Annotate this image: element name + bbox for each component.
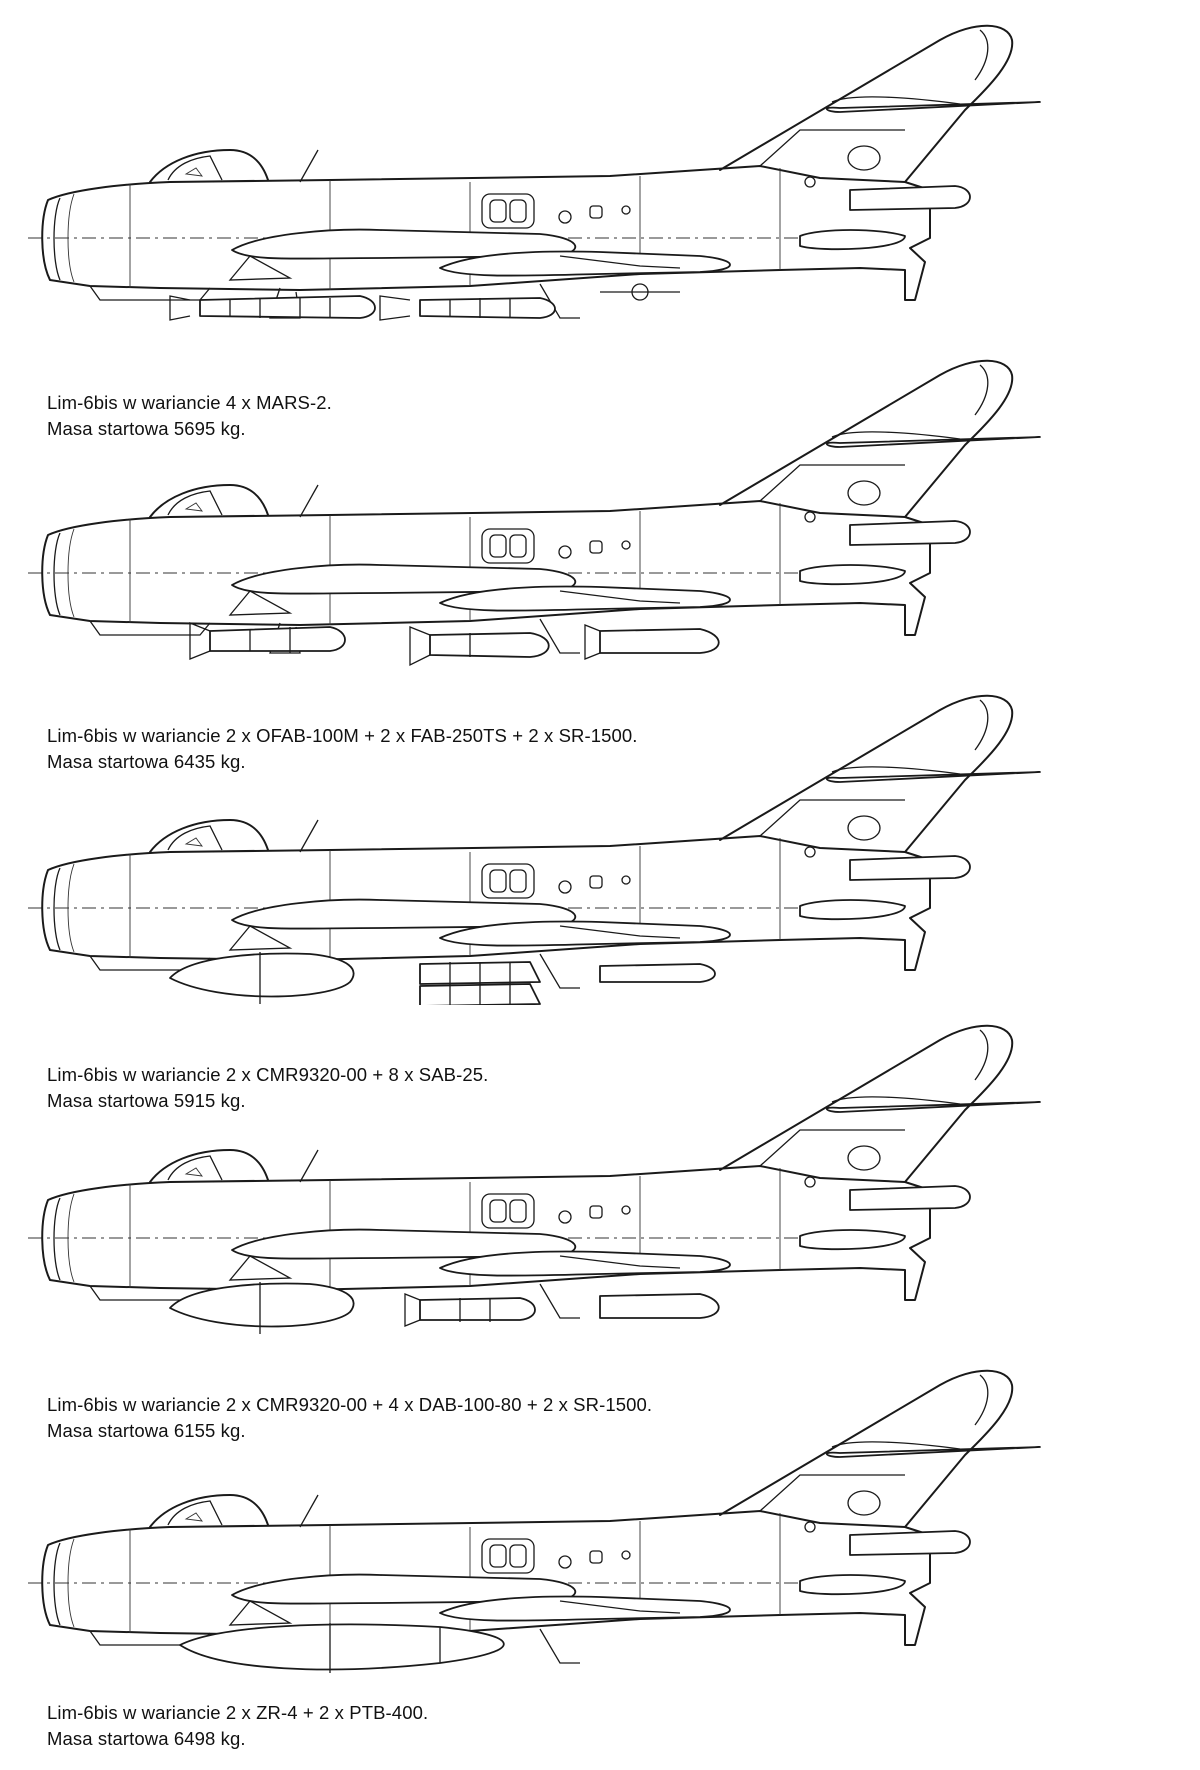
aircraft-drawing xyxy=(27,359,1041,666)
aircraft-drawing xyxy=(27,694,1041,1005)
variant-caption: Lim-6bis w wariancie 2 x OFAB-100M + 2 x… xyxy=(47,723,638,775)
caption-line-2: Masa startowa 5915 kg. xyxy=(47,1090,246,1111)
variant-caption: Lim-6bis w wariancie 2 x ZR-4 + 2 x PTB-… xyxy=(47,1700,428,1752)
caption-line-2: Masa startowa 6155 kg. xyxy=(47,1420,246,1441)
caption-line-1: Lim-6bis w wariancie 2 x OFAB-100M + 2 x… xyxy=(47,725,638,746)
caption-line-1: Lim-6bis w wariancie 2 x CMR9320-00 + 4 … xyxy=(47,1394,653,1415)
caption-line-2: Masa startowa 5695 kg. xyxy=(47,418,246,439)
aircraft-drawing xyxy=(27,1369,1041,1674)
caption-line-1: Lim-6bis w wariancie 2 x ZR-4 + 2 x PTB-… xyxy=(47,1702,429,1723)
variant-caption: Lim-6bis w wariancie 2 x CMR9320-00 + 4 … xyxy=(47,1392,652,1444)
caption-line-2: Masa startowa 6498 kg. xyxy=(47,1728,246,1749)
variant-caption: Lim-6bis w wariancie 4 x MARS-2. Masa st… xyxy=(47,390,332,442)
aircraft-drawing xyxy=(27,24,1041,321)
caption-line-2: Masa startowa 6435 kg. xyxy=(47,751,246,772)
caption-line-1: Lim-6bis w wariancie 2 x CMR9320-00 + 8 … xyxy=(47,1064,489,1085)
variant-caption: Lim-6bis w wariancie 2 x CMR9320-00 + 8 … xyxy=(47,1062,488,1114)
aircraft-drawing xyxy=(27,1024,1041,1335)
caption-line-1: Lim-6bis w wariancie 4 x MARS-2. xyxy=(47,392,332,413)
